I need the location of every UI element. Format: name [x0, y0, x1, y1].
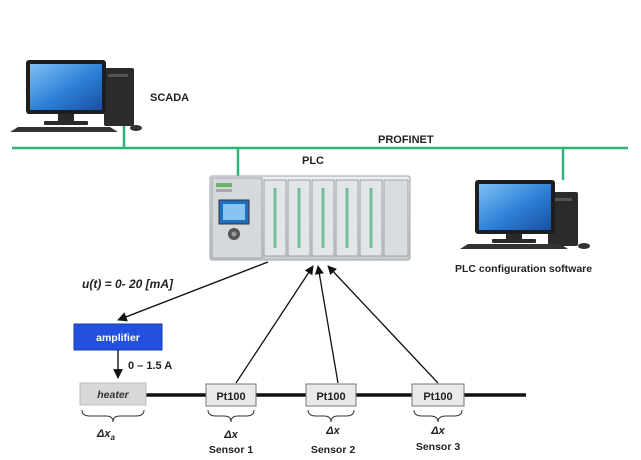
amplifier-block — [73, 323, 163, 351]
profinet-network — [12, 124, 628, 180]
sensor-3: Pt100 Δx Sensor 3 — [327, 265, 465, 453]
sensor-3-brace — [413, 409, 463, 423]
plc-config-computer-icon — [460, 180, 590, 249]
sensor-1-type: Pt100 — [216, 391, 245, 403]
sensor-1: Pt100 Δx Sensor 1 — [205, 265, 314, 456]
sensor-2-type: Pt100 — [316, 391, 345, 403]
sensor-3-name: Sensor 3 — [416, 441, 461, 453]
control-arrow — [117, 261, 269, 322]
sensor-2-box — [305, 383, 357, 407]
current-range-label: 0 – 1.5 A — [128, 360, 172, 372]
heater-brace — [81, 409, 145, 423]
sensor-2: Pt100 Δx Sensor 2 — [305, 265, 357, 456]
sensor-1-brace — [207, 409, 255, 423]
heater-label: heater — [97, 389, 129, 401]
sensor-1-delta: Δx — [223, 429, 238, 441]
plc-rack-icon — [209, 175, 411, 261]
heater-block — [79, 382, 147, 406]
sensor-1-name: Sensor 1 — [209, 444, 254, 456]
plc-label: PLC — [302, 155, 324, 167]
sensor-3-box — [411, 383, 465, 407]
sensor-1-arrow — [235, 265, 314, 384]
scada-label: SCADA — [150, 92, 189, 104]
sensor-3-delta: Δx — [430, 425, 445, 437]
heater-width-label: Δxa — [96, 428, 116, 442]
profinet-label: PROFINET — [378, 134, 434, 146]
sensor-2-brace — [307, 409, 355, 423]
amplifier-label: amplifier — [96, 332, 140, 344]
sensor-1-box — [205, 383, 257, 407]
sensor-3-type: Pt100 — [423, 391, 452, 403]
sensor-2-name: Sensor 2 — [311, 444, 356, 456]
sensor-3-arrow — [327, 265, 439, 384]
plc-config-label: PLC configuration software — [455, 263, 592, 275]
sensor-2-delta: Δx — [325, 425, 340, 437]
scada-computer-icon — [10, 60, 142, 132]
sensor-2-arrow — [314, 265, 339, 384]
control-signal-label: u(t) = 0- 20 [mA] — [82, 277, 174, 291]
